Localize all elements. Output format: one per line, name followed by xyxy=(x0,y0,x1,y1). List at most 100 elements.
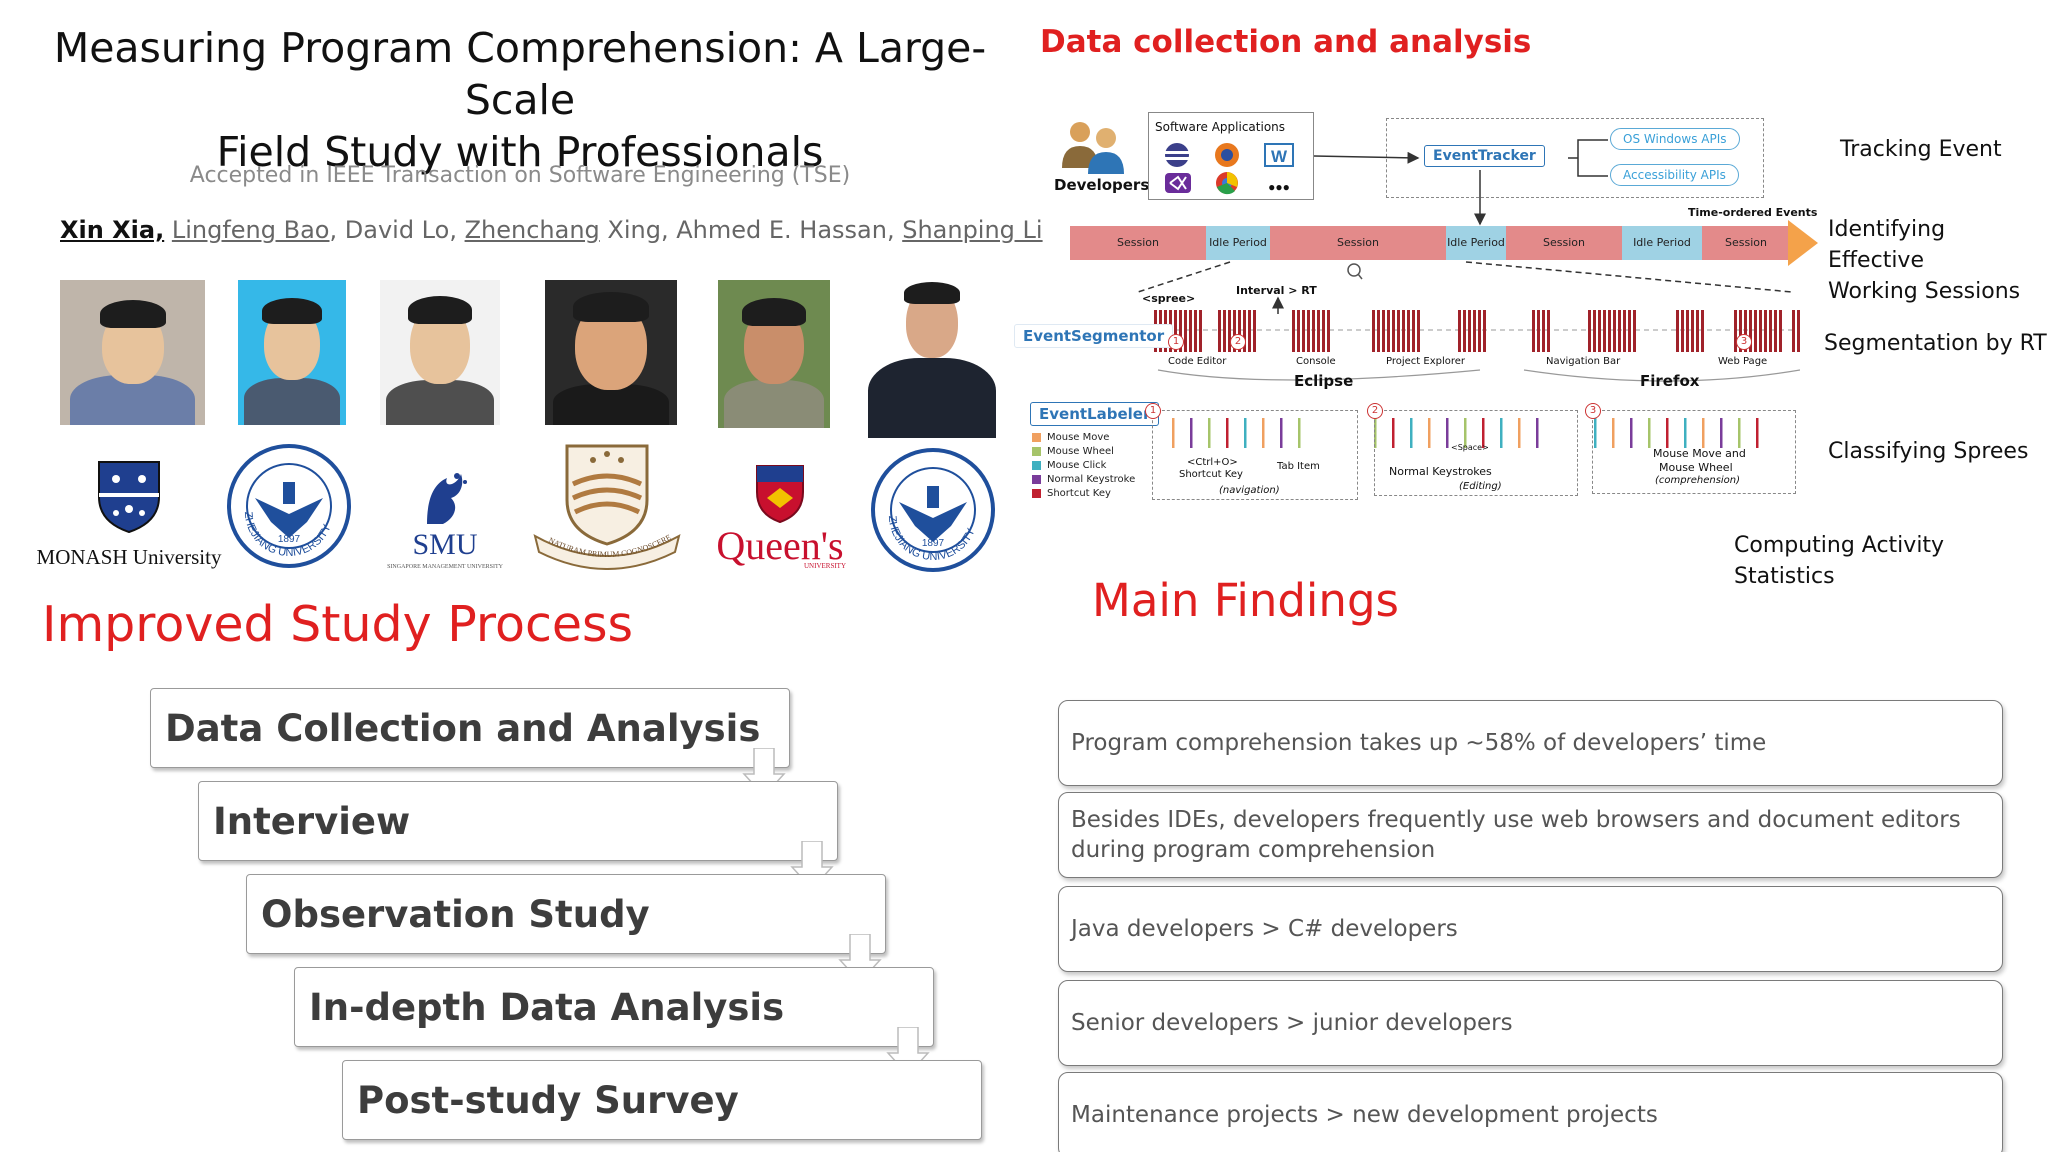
zju-seal-icon: 1897 ZHEJIANG UNIVERSITY xyxy=(227,444,351,568)
class-3-line2: Mouse Wheel xyxy=(1659,461,1733,474)
event-spike xyxy=(1542,310,1545,352)
event-spike xyxy=(1194,310,1197,352)
queens-logo: Queen's UNIVERSITY xyxy=(700,440,860,570)
legend-item: Normal Keystroke xyxy=(1032,472,1152,486)
event-spike xyxy=(1628,310,1631,352)
event-spike xyxy=(1701,310,1704,352)
event-spike xyxy=(1228,310,1231,352)
event-spike xyxy=(1189,310,1192,352)
event-spike xyxy=(1218,310,1221,352)
event-spike xyxy=(1478,310,1481,352)
event-spike xyxy=(1377,310,1380,352)
event-spike xyxy=(1749,310,1752,352)
labeled-event-spike xyxy=(1612,418,1615,448)
event-spike xyxy=(1174,310,1177,352)
anu-crest-icon: NATURAM PRIMUM COGNOSCERE RERUM xyxy=(527,440,681,570)
event-spike xyxy=(1537,310,1540,352)
event-spike xyxy=(1618,310,1621,352)
labeled-event-spike xyxy=(1482,418,1485,448)
event-spike xyxy=(1327,310,1330,352)
data-collection-title: Data collection and analysis xyxy=(1040,24,1532,60)
accessibility-apis-pill: Accessibility APIs xyxy=(1610,164,1739,186)
event-spike xyxy=(1744,310,1747,352)
class-3-category: (comprehension) xyxy=(1655,475,1741,486)
legend-item: Mouse Click xyxy=(1032,458,1152,472)
legend-item: Mouse Wheel xyxy=(1032,444,1152,458)
event-spike xyxy=(1691,310,1694,352)
smu-wordmark: SMU xyxy=(412,528,478,561)
spree-class-box-2: 2 <Space> Normal Keystrokes (Editing) xyxy=(1367,403,1578,496)
author-photo-4 xyxy=(545,280,677,425)
timeline-idle: Idle Period xyxy=(1206,226,1270,260)
labeled-event-spike xyxy=(1190,418,1193,448)
legend-label: Mouse Click xyxy=(1047,459,1107,471)
class-1-category: (navigation) xyxy=(1219,485,1280,496)
time-ordered-label: Time-ordered Events xyxy=(1688,206,1818,219)
class-1-line1: <Ctrl+O> xyxy=(1187,457,1238,468)
paper-title-line1: Measuring Program Comprehension: A Large… xyxy=(53,24,987,124)
event-spike xyxy=(1769,310,1772,352)
anu-logo: NATURAM PRIMUM COGNOSCERE RERUM xyxy=(525,440,689,570)
labeled-event-spike xyxy=(1648,418,1651,448)
timeline-idle: Idle Period xyxy=(1622,226,1702,260)
event-labeler-box: EventLabeler xyxy=(1030,402,1160,426)
svg-text:1897: 1897 xyxy=(278,534,301,545)
author-sep: , David Lo, xyxy=(329,216,465,244)
labeled-event-spike xyxy=(1738,418,1741,448)
event-spike xyxy=(1392,310,1395,352)
labeled-event-spike xyxy=(1392,418,1395,448)
legend-item: Mouse Move xyxy=(1032,430,1152,444)
svg-text:●●●: ●●● xyxy=(1268,180,1290,194)
event-spike xyxy=(1412,310,1415,352)
legend-item: Shortcut Key xyxy=(1032,486,1152,500)
monash-crest-icon xyxy=(98,461,160,534)
software-apps-label: Software Applications xyxy=(1155,120,1286,134)
event-spike xyxy=(1547,310,1550,352)
labeled-event-spike xyxy=(1262,418,1265,448)
labeled-event-spike xyxy=(1428,418,1431,448)
labeled-event-spike xyxy=(1518,418,1521,448)
event-spike xyxy=(1292,310,1295,352)
findings-title: Main Findings xyxy=(1092,574,1399,627)
event-spike xyxy=(1312,310,1315,352)
spree-badge-3: 3 xyxy=(1736,334,1752,350)
developers-icon xyxy=(1054,118,1134,174)
zju-logo-1: 1897 ZHEJIANG UNIVERSITY xyxy=(224,440,354,570)
event-spike xyxy=(1223,310,1226,352)
author-6: Shanping Li xyxy=(902,216,1043,244)
event-spike xyxy=(1184,310,1187,352)
event-spike xyxy=(1764,310,1767,352)
spree-class-box-3: 3 Mouse Move and Mouse Wheel (comprehens… xyxy=(1585,403,1796,494)
finding-text: Besides IDEs, developers frequently use … xyxy=(1071,807,1961,863)
class-badge-2: 2 xyxy=(1367,403,1383,419)
event-spike xyxy=(1297,310,1300,352)
legend-swatch xyxy=(1032,460,1041,470)
smu-lion-icon xyxy=(427,473,467,524)
timeline-session: Session xyxy=(1070,226,1206,260)
seg-label-web-page: Web Page xyxy=(1718,356,1768,367)
event-spike xyxy=(1248,310,1251,352)
labeled-event-spike xyxy=(1410,418,1413,448)
publication-note: Accepted in IEEE Transaction on Software… xyxy=(189,163,851,188)
event-spike xyxy=(1233,310,1236,352)
event-spike xyxy=(1779,310,1782,352)
event-spike xyxy=(1608,310,1611,352)
stage-computing-statistics: Computing Activity Statistics xyxy=(1734,533,1945,589)
finding-item: Program comprehension takes up ~58% of d… xyxy=(1058,700,2003,786)
app-icons: W ●●● xyxy=(1165,143,1294,195)
labeled-event-spike xyxy=(1630,418,1633,448)
finding-text: Program comprehension takes up ~58% of d… xyxy=(1071,730,1767,756)
legend-swatch xyxy=(1032,446,1041,456)
monash-caps: MONASH xyxy=(36,545,128,569)
event-spike xyxy=(1588,310,1591,352)
finding-item: Senior developers > junior developers xyxy=(1058,980,2003,1066)
zju-logo-2: 1897 ZHEJIANG UNIVERSITY xyxy=(868,444,998,574)
spree-class-box-1: 1 <Ctrl+O> Shortcut Key Tab Item (naviga… xyxy=(1145,403,1358,500)
event-spike xyxy=(1759,310,1762,352)
labeled-event-spike xyxy=(1374,418,1377,448)
class-badge-1: 1 xyxy=(1145,403,1161,419)
event-spike xyxy=(1417,310,1420,352)
legend-swatch xyxy=(1032,432,1041,442)
event-spike xyxy=(1676,310,1679,352)
author-2: Lingfeng Bao xyxy=(171,216,330,244)
